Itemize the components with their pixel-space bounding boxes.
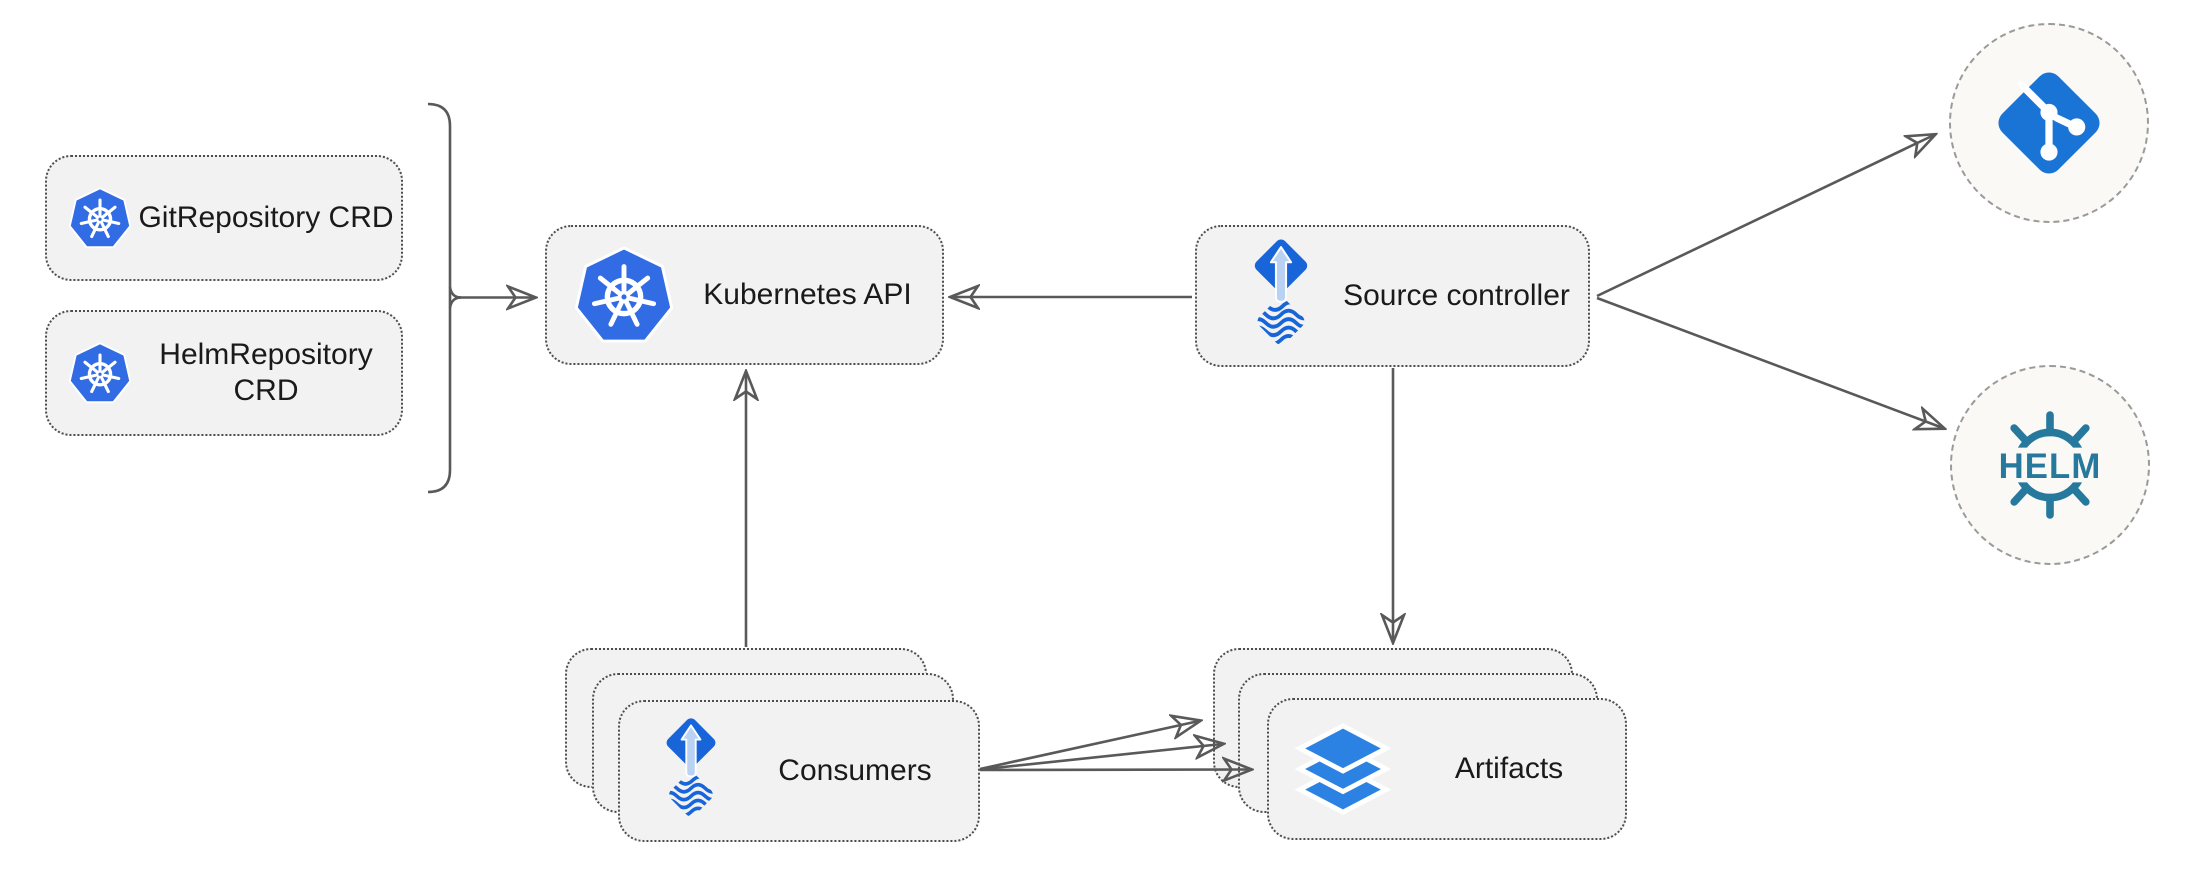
node-consumers[interactable]: Consumers [618, 700, 980, 842]
flux-source-controller-icon [1237, 237, 1325, 355]
node-label: Kubernetes API [703, 278, 912, 311]
node-kubernetes-api[interactable]: Kubernetes API [545, 225, 944, 365]
edge-source-controller-to-git [1596, 135, 1934, 298]
node-label: Consumers [778, 754, 932, 787]
flux-source-controller-icon [650, 716, 732, 826]
edge-consumers-to-artifacts-1 [979, 721, 1199, 771]
node-label: GitRepository CRD [138, 201, 394, 234]
node-helm-endpoint[interactable]: HELM [1950, 365, 2150, 565]
node-helm-repository-crd[interactable]: HelmRepository CRD [45, 310, 403, 436]
node-label: Source controller [1343, 279, 1570, 312]
edge-consumers-to-artifacts-3 [979, 770, 1250, 771]
git-icon [1983, 57, 2115, 189]
node-git-repository-crd[interactable]: GitRepository CRD [45, 155, 403, 281]
kubernetes-icon [575, 244, 673, 346]
node-git-endpoint[interactable] [1949, 23, 2149, 223]
node-label: Artifacts [1454, 752, 1564, 785]
crd-group-bracket-fillet-bottom [448, 296, 462, 309]
helm-wordmark: HELM [1999, 448, 2102, 486]
edge-source-controller-to-helm [1596, 296, 1943, 428]
kubernetes-icon [69, 186, 131, 249]
crd-group-bracket-fillet-top [448, 286, 462, 299]
node-artifacts[interactable]: Artifacts [1267, 698, 1627, 840]
node-source-controller[interactable]: Source controller [1195, 225, 1590, 367]
layers-icon [1293, 720, 1393, 818]
helm-icon: HELM [1978, 411, 2122, 519]
node-label: HelmRepository CRD [159, 338, 373, 407]
kubernetes-icon [69, 341, 131, 404]
edge-consumers-to-artifacts-2 [979, 744, 1222, 771]
crd-group-bracket [427, 102, 452, 494]
